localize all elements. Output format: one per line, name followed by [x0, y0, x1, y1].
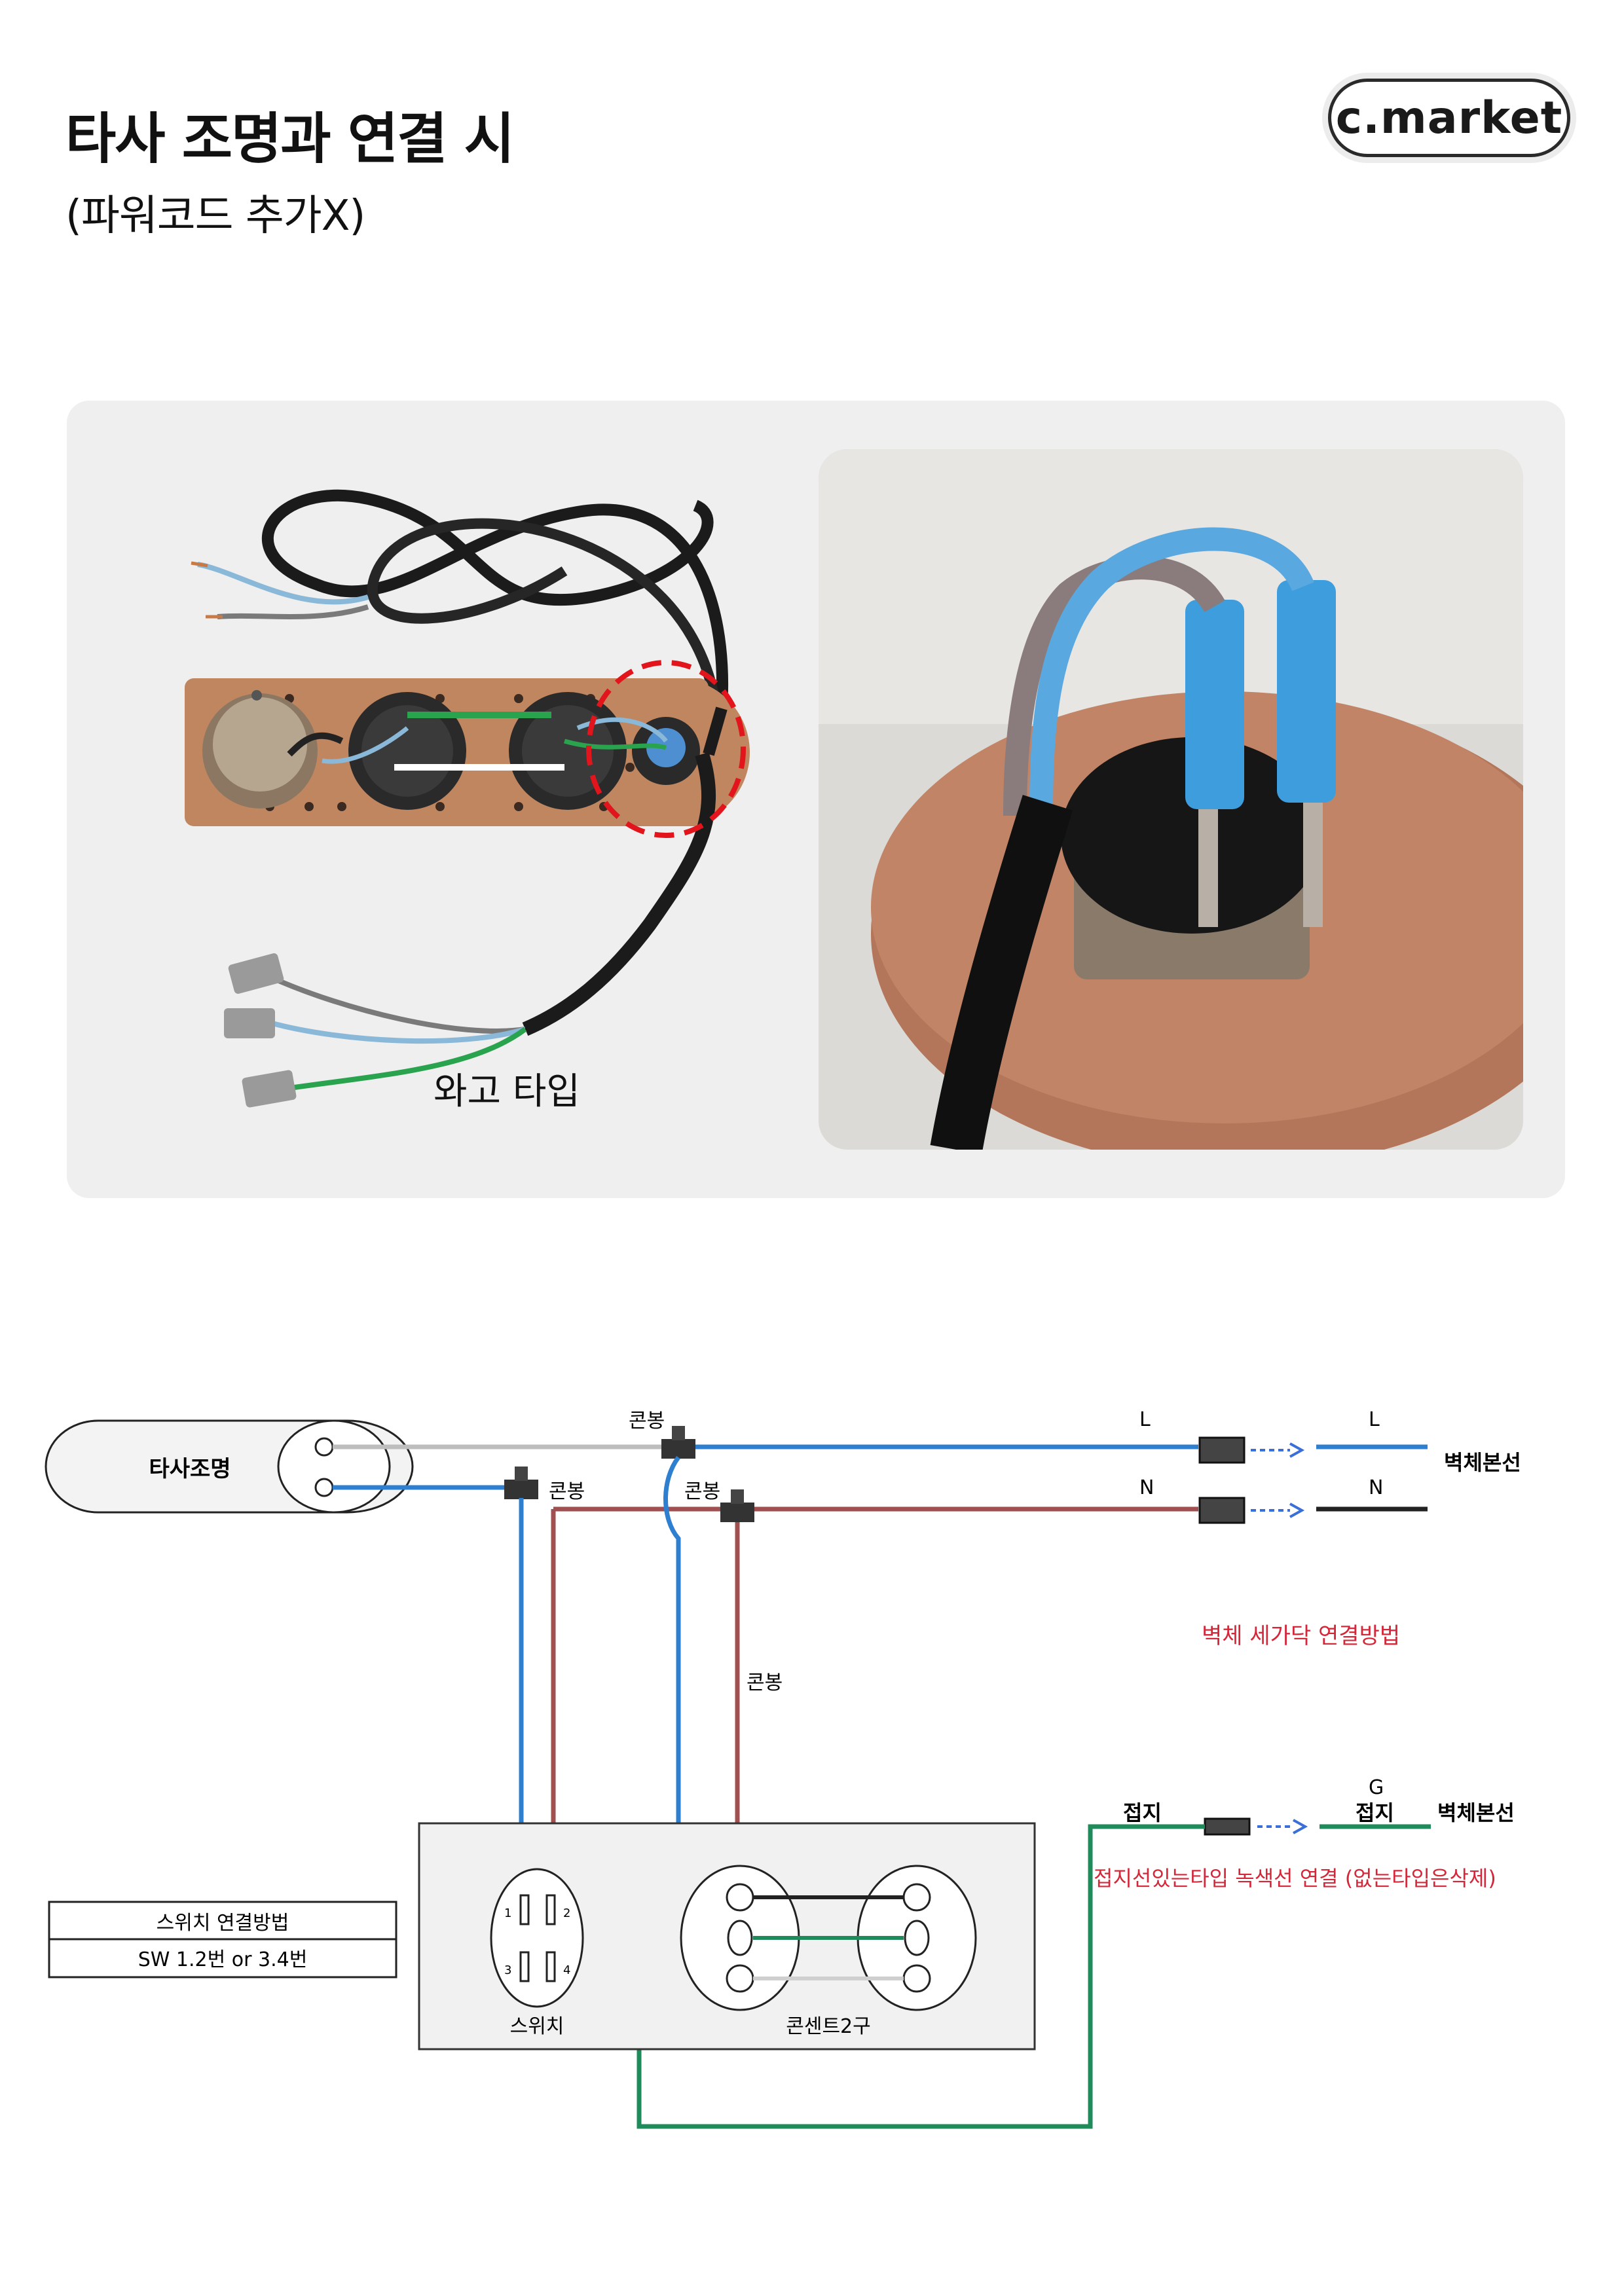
switch-pin-2: 2 — [563, 1906, 570, 1920]
conbong-3 — [720, 1489, 754, 1522]
N-right-label: N — [1369, 1476, 1383, 1499]
N-connector — [1198, 1497, 1246, 1524]
switch-pin-4: 4 — [563, 1963, 570, 1977]
ground-note: 접지선있는타입 녹색선 연결 (없는타입은삭제) — [1094, 1866, 1496, 1891]
switch-method-title: 스위치 연결방법 — [157, 1912, 289, 1935]
conbong-label-3: 콘봉 — [684, 1480, 720, 1503]
wiring-diagram: 타사조명 콘봉 콘봉 콘봉 콘봉 L N L N 벽체본선 벽체 세가닥 연결방… — [45, 1408, 1521, 2129]
page-title: 타사 조명과 연결 시 — [65, 107, 515, 171]
G-label: G — [1369, 1776, 1384, 1799]
L-left-label: L — [1139, 1408, 1151, 1431]
page-subtitle: (파워코드 추가X) — [65, 192, 365, 240]
outlet-label: 콘센트2구 — [786, 2015, 871, 2038]
conbong-1 — [661, 1426, 695, 1459]
ground-connector — [1204, 1817, 1251, 1836]
ground-right-label: 접지 — [1356, 1800, 1394, 1825]
lamp-label: 타사조명 — [149, 1456, 231, 1482]
switch-label: 스위치 — [510, 2015, 564, 2038]
switch-symbol: 1 2 3 4 — [490, 1868, 584, 2008]
lamp-unit: 타사조명 — [45, 1419, 414, 1514]
outlet-symbol — [680, 1865, 977, 2011]
wiring-photo — [185, 490, 750, 1108]
wall-main-label-2: 벽체본선 — [1437, 1800, 1515, 1825]
switch-method-table: 스위치 연결방법 SW 1.2번 or 3.4번 — [48, 1901, 397, 1978]
L-right-label: L — [1369, 1408, 1380, 1431]
conbong-label-1: 콘봉 — [629, 1410, 665, 1432]
conbong-label-4: 콘봉 — [747, 1671, 783, 1694]
brand-logo: c.market — [1328, 79, 1570, 157]
photo-caption: 와고 타입 — [434, 1070, 580, 1113]
switch-closeup-photo — [819, 449, 1523, 1150]
logo-text: c.market — [1335, 92, 1563, 144]
L-connector — [1198, 1436, 1246, 1464]
switch-pin-1: 1 — [504, 1906, 511, 1920]
ground-left-label: 접지 — [1123, 1800, 1162, 1825]
conbong-2 — [504, 1467, 538, 1499]
switch-pin-3: 3 — [504, 1963, 511, 1977]
switch-method-value: SW 1.2번 or 3.4번 — [138, 1948, 308, 1971]
N-left-label: N — [1139, 1476, 1154, 1499]
wall-three-wire-note: 벽체 세가닥 연결방법 — [1202, 1623, 1400, 1649]
photo-panel: 와고 타입 — [67, 401, 1565, 1198]
conbong-label-2: 콘봉 — [549, 1480, 585, 1503]
wall-main-label-1: 벽체본선 — [1444, 1450, 1521, 1475]
